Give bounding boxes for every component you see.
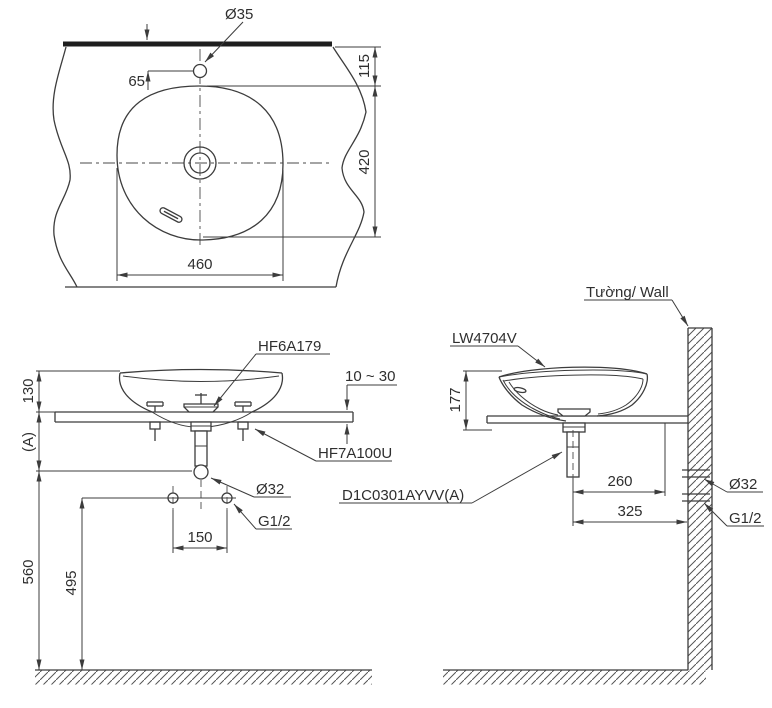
basin-outline-top [116,85,284,241]
dim-325: 325 [617,503,642,520]
supply-holes [82,486,236,510]
hole-offset-dim: 65 [128,70,194,90]
overflow-slot-side [513,386,527,394]
top-view: Ø35 65 115 420 460 [52,6,381,288]
waste-dia-callout-front: Ø32 [210,477,291,498]
wall-callout: Tường/ Wall [584,284,689,327]
width-dim: 460 [116,168,284,281]
wall-offset-dims: 260 325 [573,423,687,525]
drain-inner [189,152,211,174]
dim-460: 460 [187,256,212,273]
label-model-code: LW4704V [452,330,517,347]
drain-code-callout: D1C0301AYVV(A) [339,451,563,504]
hole-dia-callout: Ø35 [204,6,253,63]
dim-130: 130 [20,378,37,403]
label-drain-code: D1C0301AYVV(A) [342,487,464,504]
dim-420: 420 [356,149,373,174]
floor-side [443,669,706,685]
overflow-slot [159,207,183,223]
dim-177: 177 [447,387,464,412]
drain-elbow [193,464,209,480]
side-view: 177 260 325 Tường/ Wall LW4704V D1C0301A… [339,284,764,685]
dim-10-30: 10 ~ 30 [345,368,395,385]
drain-assembly-front [183,393,219,512]
supply-thread-callout-side: G1/2 [703,502,764,527]
countertop-front [54,411,354,423]
break-line-left [52,46,78,288]
right-dims: 115 420 [203,46,381,238]
faucet-hole [192,63,208,79]
model-callout: LW4704V [450,330,546,368]
dim-495: 495 [63,570,80,595]
label-faucet-code: HF6A179 [258,338,321,355]
faucet-callout: HF6A179 [213,338,330,407]
front-view: 150 130 (A) 560 495 HF6A179 10 ~ [20,338,397,685]
fixing-callout: HF7A100U [254,428,392,462]
break-line-right [332,46,367,288]
supply-thread-callout-front: G1/2 [233,503,292,530]
basin-height-dim: 177 [447,370,502,431]
label-waste-dia-side: Ø32 [729,476,757,493]
label-waste-dia-front: Ø32 [256,481,284,498]
dim-150: 150 [187,529,212,546]
drain-assembly-side [557,408,591,526]
left-dims: 130 (A) 560 495 [20,370,192,670]
label-fixing-code: HF7A100U [318,445,392,462]
floor-front [35,669,372,685]
countertop-side [486,415,688,424]
dim-a: (A) [20,432,37,452]
dim-115: 115 [356,54,373,78]
fixing-bolt-left [146,401,164,441]
label-wall: Tường/ Wall [586,284,669,301]
fixing-bolt-right [234,401,252,441]
waste-dia-callout-side: Ø32 [703,476,763,493]
dim-560: 560 [20,559,37,584]
supply-spacing-dim: 150 [172,510,228,553]
dim-hole-dia: Ø35 [225,6,253,23]
label-supply-front: G1/2 [258,513,291,530]
label-supply-side: G1/2 [729,510,762,527]
drain-outer [183,146,217,180]
wall-section [682,327,713,670]
dim-260: 260 [607,473,632,490]
basin-outline-side [498,366,649,422]
counter-thickness-dim: 10 ~ 30 [344,368,397,444]
dim-65: 65 [128,73,145,90]
